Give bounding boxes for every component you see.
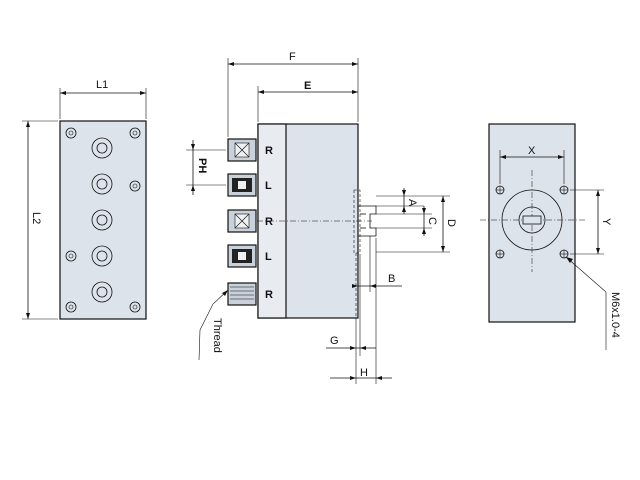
port-hole [91,281,113,303]
ph-label: PH [196,158,208,173]
d-label: D [445,219,457,227]
thread-callout: Thread [198,289,229,361]
mount-hole [129,301,141,313]
thread-label: Thread [211,318,223,353]
port-label-1: R [265,145,273,157]
y-label: Y [600,218,612,226]
front-view-mount-holes [65,127,141,313]
a-dimension: A [376,188,450,214]
f-label: F [289,51,296,63]
c-label: C [426,217,438,225]
e-label: E [304,80,311,92]
c-dimension: C [376,206,438,236]
port-label-5: R [265,289,273,301]
mount-hole [129,180,141,192]
d-dimension: D [376,196,457,253]
g-label: G [330,335,339,347]
mount-thread-callout: M6x1.0-4 [565,256,621,350]
mount-hole [129,127,141,139]
b-label: B [388,273,395,285]
side-view-fittings [227,138,257,306]
bore-outer [501,189,563,251]
mount-hole [65,301,77,313]
port-label-2: L [265,180,272,192]
mount-hole [65,127,77,139]
h-dimension: H [330,238,392,384]
fitting-threaded [227,282,257,306]
end-view: X Y M6x1.0-4 [480,123,621,350]
port-hole [91,209,113,231]
front-view-port-holes [91,137,113,303]
g-dimension: G [326,254,376,356]
front-view: L1 L2 [22,79,147,320]
side-view: R L R L R F E [186,51,457,384]
f-dimension: F [227,51,359,137]
port-label-4: L [265,251,272,263]
port-hole [91,173,113,195]
y-dimension: Y [570,189,612,255]
bore-inner [518,206,546,234]
shaft-key [522,215,542,225]
l1-dimension: L1 [59,79,147,119]
x-dimension: X [499,145,565,184]
front-view-body [59,120,147,320]
port-label-3: R [265,216,273,228]
ph-dimension: PH [186,140,226,195]
mount-thread-label: M6x1.0-4 [609,292,621,338]
h-label: H [360,367,368,379]
e-dimension: E [257,80,358,122]
l2-label: L2 [30,212,42,224]
l2-dimension: L2 [22,120,58,320]
x-label: X [528,145,536,157]
l1-label: L1 [96,79,108,91]
port-hole [91,137,113,159]
a-label: A [406,199,418,207]
b-dimension: B [352,236,402,292]
port-hole [91,245,113,267]
mount-hole [65,250,77,262]
end-view-mount-holes [495,185,569,259]
